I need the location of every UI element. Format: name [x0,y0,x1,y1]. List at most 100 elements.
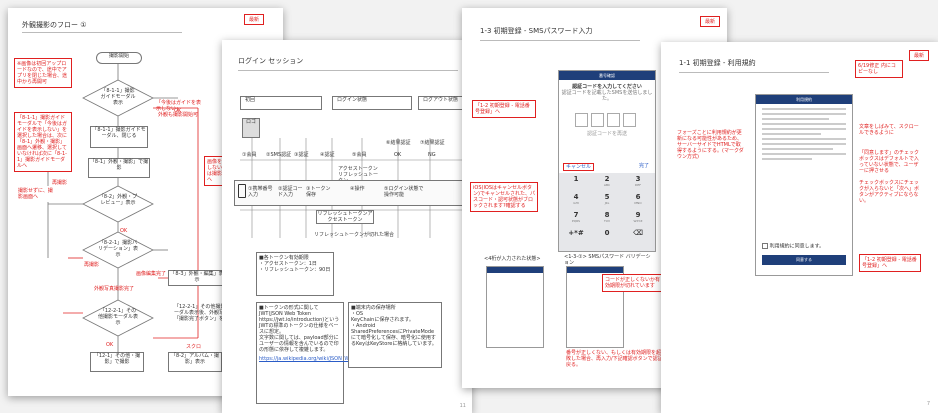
node-album: 「8-2」アルバム・撮影」表示 [168,352,222,372]
agree-checkbox-label: 利用規約に同意します。 [769,243,825,250]
code-sub: 認証コードを記載したSMSを送信しました。 [561,90,653,102]
latest-badge: 最新 [909,50,930,61]
seq-ok: OK [394,152,402,158]
flow-step-login-state: ⑤ログイン状態で操作可能 [384,186,424,198]
node-other-question: 「12-2-1」その他撮影モーダル表示 [98,308,139,326]
terms-body [762,108,846,236]
label-start-flow: 外観も撮影開始可 [158,112,199,118]
jwt-line-4: 文字数に関しては、payload部分にユーザーの情報を含んでいるので印の形態に依… [259,335,339,353]
checkbox-icon[interactable] [762,243,768,249]
sms-phone-mockup: 番号確認 認証コードを入力してください 認証コードを記載したSMSを送信しました… [558,70,656,252]
key-0[interactable]: 0 [604,229,610,237]
resend-code-link[interactable]: 認証コードを再送 [586,131,627,137]
token-expiry-box: ■各トークン有効期限 ・アクセストークン：1日 ・リフレッシュトークン：90日 [256,252,334,296]
caption-validation: <1-3-①> SMSパスワード バリデーション [564,254,651,266]
page-number: 11 [459,403,466,409]
note-upload-resume: ※画像は初回アップロードなので、途中でアプリを閉じた場合、途中から再開可 [14,58,72,88]
flow-caption: リフレッシュトークンが切れた場合 [314,232,395,238]
jwt-title: ■トークンの形式に関して [259,305,319,311]
node-start: 撮影開始 [96,52,142,64]
code-digit-3[interactable] [607,113,620,127]
key-backspace-icon[interactable]: ⌫ [633,229,643,237]
storage-line-1: ・OS [351,311,364,317]
sms-page-title: 1-3 初期登録 - SMSパスワード入力 [480,27,593,35]
bottom-flow-bar [234,180,472,206]
terms-page: 1-1 初期登録 - 利用規約 最新 6/19修正 内にコピーなし 利用規約 利… [661,42,938,413]
node-shoot-front: 「8-1」外観・撮影」で撮影 [88,158,150,178]
label-edit-done: 画像編集完了 [136,271,167,277]
token-expiry-refresh: ・リフレッシュトークン：90日 [259,267,331,273]
note-no-shoot: 撮影せずに、撮影画面へ [16,186,56,202]
storage-title: ■端末内の保存場所 [351,305,396,311]
seq-step-4: ④認証 [320,152,335,158]
label-ok: OK [174,108,182,114]
page-number: 7 [926,401,930,407]
storage-line-2: KeyChainに保存されます。 [351,317,414,323]
flowchart-connectors [47,64,238,352]
seq-step-7: ⑦結果認証 [420,140,445,146]
cancel-button[interactable]: キャンセル [563,163,595,171]
done-button[interactable]: 完了 [638,163,649,169]
terms-phone-mockup: 利用規約 利用規約に同意します。 同意する [755,94,853,276]
agree-button[interactable]: 同意する [762,255,846,265]
flow-step-phone: ①携帯番号入力 [248,186,273,198]
flow-step-refresh: リフレッシュトークンアクセストークン [316,210,374,224]
label-reshoot: 再撮影 [84,262,100,268]
column-logged-out: ログアウト状態 [418,96,472,110]
code-digit-2[interactable] [591,113,604,127]
latest-badge: 最新 [244,14,265,25]
seq-step-3: ③認証 [294,152,309,158]
seq-ng: NG [428,152,436,158]
note-scroll: 文章をしばみて、スクロールできるように [859,124,919,136]
jwt-line-2: https://jwt.io/introduction)という [259,317,340,323]
title-underline [238,70,458,71]
code-heading: 認証コードを入力してください [572,84,642,90]
login-session-title: ログイン セッション [238,57,304,65]
seq-step-1: ①会員 [242,152,257,158]
app-logo: ロゴ [242,118,260,138]
storage-line-3: ・Android [351,323,376,329]
jwt-wiki-link[interactable]: https://ja.wikipedia.org/wiki/JSON_Web_T… [259,356,372,362]
key-symbols[interactable]: +*# [568,229,584,237]
node-guide-close: 「8-1-1」撮影ガイドモーダル、閉じる [90,126,148,148]
code-digit-1[interactable] [575,113,588,127]
label-hide-guide: 「今後はガイドを表示しない」 [156,100,202,112]
label-scroll: スクロ [186,344,202,350]
jwt-line-1: JWT(JSON Web Token [259,311,312,317]
note-guide-modal: 「8-1-1」撮影ガイドモーダルで「今後はガイドを表示しない」を選択した場合は、… [14,112,72,172]
flow-step-operate: ④操作 [350,186,365,192]
note-checkbox-default: 「同意します」のチェックボックスはデフォルトで入っていない状態で、ユーザーに押さ… [859,150,920,174]
jwt-line-3: JWTの標準のトークンの仕様をベースに想定。 [259,323,339,335]
phone-icon [238,184,246,198]
storage-box: ■端末内の保存場所 ・OS KeyChainに保存されます。 ・Android … [348,302,442,368]
seq-step-5: ⑤会員 [352,152,367,158]
terms-title: 1-1 初期登録 - 利用規約 [679,59,756,67]
seq-step-2: ②SMS認証 [266,152,292,158]
seq-step-6: ⑥結果認証 [386,140,411,146]
flowchart-title: 外観撮影のフロー ① [22,21,87,29]
note-button-active: チェックボックスにチェックが入らないと「次へ」ボタンがアクティブにならない。 [859,180,920,204]
node-edit: 「8-3」外観・編集」表示 [168,270,226,286]
phone-header: 番号確認 [559,71,655,80]
note-other-modal: 「12-2-1」その他撮影モーダル表示後、外観写真の「撮影完了ボタン」を押 [174,304,235,322]
seq-access-token: アクセストークン [338,166,378,172]
caption-four-digits: <4桁が入力された状態> [484,256,541,262]
note-cancel-block: iOS(IOSはキャンセルボタン)でキャンセルされた、パスコード・認可状態がブロ… [470,182,538,212]
agree-checkbox[interactable]: 利用規約に同意します。 [762,243,824,250]
four-digit-phone [486,266,544,348]
title-underline [480,40,640,41]
code-digit-4[interactable] [623,113,636,127]
key-1[interactable]: 1 [573,175,579,183]
latest-badge: 最新 [700,16,721,27]
column-first: 初回 [240,96,322,110]
node-other-shoot: 「12-1」その他・撮影」で撮影 [90,352,144,372]
label-photo-done: 外観写真撮影完了 [94,286,135,292]
